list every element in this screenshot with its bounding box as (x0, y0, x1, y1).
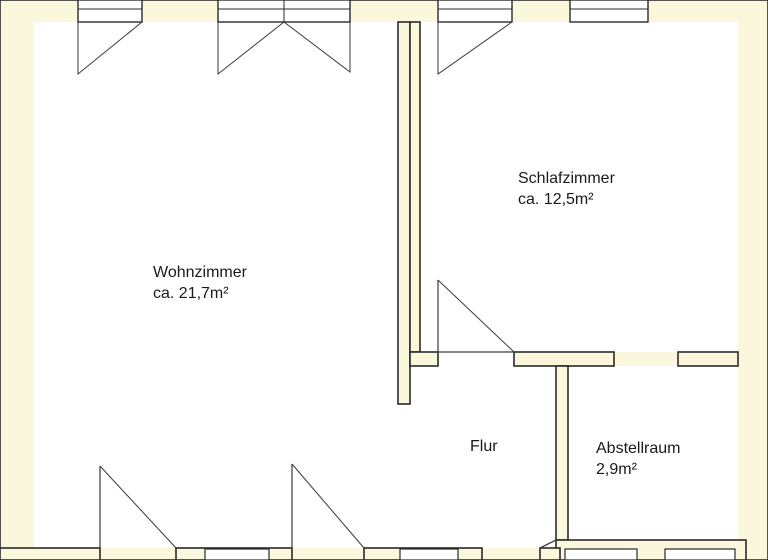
label-abstellraum: Abstellraum 2,9m² (596, 438, 680, 480)
window-leaf-0 (77, 21, 143, 76)
door-wohn-left-swing (99, 465, 177, 549)
door-entrance-swing (539, 539, 557, 549)
room-area-schlafzimmer: ca. 12,5m² (518, 191, 594, 208)
wall-bottom-1 (0, 547, 101, 560)
windows-top (77, 0, 649, 76)
door-wohn-right-swing (291, 463, 365, 549)
wall-bottom-4 (539, 547, 561, 560)
wall-stub (409, 351, 439, 367)
window-leaf-2 (437, 21, 513, 75)
window-leaf-1a (217, 21, 285, 76)
room-name-wohnzimmer: Wohnzimmer (153, 264, 247, 281)
label-flur: Flur (470, 436, 498, 457)
window-2 (437, 0, 513, 23)
wall-center-vertical (397, 21, 411, 405)
door-schlafzimmer-swing (437, 279, 515, 353)
wall-schlaf-left (409, 21, 421, 353)
floor-abstellraum (568, 366, 738, 540)
room-name-abstellraum: Abstellraum (596, 440, 681, 457)
room-name-schlafzimmer: Schlafzimmer (518, 170, 615, 187)
floor-flur-lower (34, 400, 556, 548)
wall-schlaf-bottom-left (513, 351, 615, 367)
fixture-1 (204, 548, 270, 560)
door-schlafzimmer-leaf (437, 280, 514, 353)
fixture-2 (399, 548, 459, 560)
fixture-3 (564, 548, 638, 560)
floor-schlafzimmer (420, 22, 738, 352)
label-schlafzimmer: Schlafzimmer ca. 12,5m² (518, 168, 615, 210)
fixture-4 (664, 548, 736, 560)
window-3 (569, 0, 649, 23)
label-wohnzimmer: Wohnzimmer ca. 21,7m² (153, 262, 247, 304)
window-leaf-1b (283, 21, 351, 74)
room-name-flur: Flur (470, 438, 498, 455)
window-0 (77, 0, 143, 23)
room-area-wohnzimmer: ca. 21,7m² (153, 285, 229, 302)
doors (99, 279, 557, 549)
room-area-abstellraum: 2,9m² (596, 461, 637, 478)
wall-abstell-left (555, 365, 569, 541)
wall-schlaf-bottom-right (677, 351, 739, 367)
